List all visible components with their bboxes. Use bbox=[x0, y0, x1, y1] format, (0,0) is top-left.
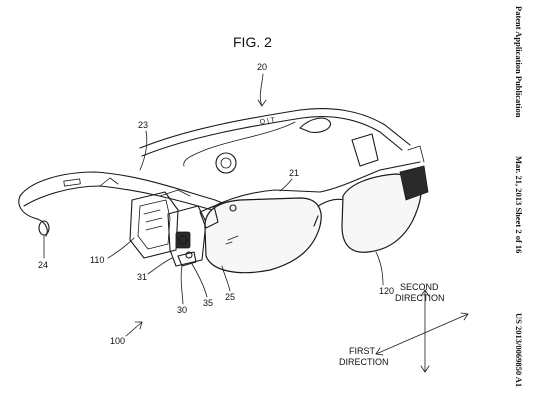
camera-screw bbox=[185, 251, 193, 259]
header-publication: Patent Application Publication bbox=[514, 6, 524, 118]
ref-23: 23 bbox=[138, 120, 148, 130]
ref-100: 100 bbox=[110, 336, 125, 346]
right-temple-bracket bbox=[351, 133, 379, 167]
camera-module-ribs bbox=[143, 209, 163, 231]
diagonal-axis bbox=[375, 313, 469, 355]
first-direction-label-1: FIRST bbox=[349, 346, 376, 356]
ref-110: 110 bbox=[90, 255, 104, 265]
leader-31 bbox=[147, 257, 173, 275]
vertical-axis-arrow-bottom bbox=[420, 365, 430, 373]
first-direction-label-2: DIRECTION bbox=[339, 357, 389, 367]
reference-labels: 20 23 21 24 110 31 30 35 25 120 100 bbox=[38, 62, 394, 346]
near-temple-inner bbox=[23, 185, 213, 211]
leader-120 bbox=[375, 251, 384, 286]
ref-24: 24 bbox=[38, 260, 48, 270]
far-temple-inner bbox=[141, 116, 403, 157]
temple-tip-pad bbox=[38, 220, 50, 236]
camera-lens-block bbox=[175, 231, 191, 249]
diagonal-axis-arrow-down bbox=[375, 347, 384, 356]
diagonal-axis-arrow-up bbox=[460, 312, 469, 321]
temple-marking bbox=[63, 178, 81, 187]
direction-indicator: SECOND DIRECTION FIRST DIRECTION bbox=[339, 282, 469, 373]
ref-25: 25 bbox=[225, 292, 235, 302]
glasses-illustration: O | T bbox=[18, 108, 429, 274]
ref-21: 21 bbox=[289, 168, 299, 178]
ref-120: 120 bbox=[379, 286, 394, 296]
left-lens bbox=[204, 197, 322, 274]
ref-20: 20 bbox=[257, 62, 267, 72]
earphone-cable bbox=[183, 121, 296, 167]
header-date-sheet: Mar. 21, 2013 Sheet 2 of 16 bbox=[514, 156, 524, 253]
left-hinge bbox=[199, 205, 219, 229]
frame-top-bar bbox=[209, 161, 421, 209]
second-direction-label-1: SECOND bbox=[400, 282, 439, 292]
earpiece-inner bbox=[220, 157, 232, 169]
leader-35 bbox=[191, 263, 208, 298]
header-number: US 2013/0069850 A1 bbox=[514, 313, 524, 387]
ref-30: 30 bbox=[177, 305, 187, 315]
right-hinge-block bbox=[399, 165, 429, 201]
leader-23 bbox=[139, 130, 148, 171]
leader-25 bbox=[221, 265, 231, 292]
ref-35: 35 bbox=[203, 298, 213, 308]
far-temple bbox=[139, 108, 411, 149]
camera-module-body bbox=[129, 191, 179, 259]
temple-tip bbox=[18, 195, 48, 237]
camera-arm bbox=[167, 205, 207, 267]
camera-top-bracket bbox=[159, 189, 191, 197]
right-lens bbox=[341, 173, 422, 253]
ref-31: 31 bbox=[137, 272, 147, 282]
left-lens-hinge bbox=[229, 204, 237, 212]
earpiece bbox=[215, 152, 237, 174]
left-lens-mark bbox=[225, 235, 239, 245]
leader-100 bbox=[125, 321, 143, 337]
vertical-axis-arrow-top bbox=[420, 289, 430, 297]
bridge bbox=[317, 198, 345, 207]
leader-30 bbox=[180, 265, 184, 305]
second-direction-label-2: DIRECTION bbox=[395, 293, 445, 303]
camera-lens bbox=[178, 235, 188, 245]
leader-20 bbox=[259, 73, 264, 107]
leader-110 bbox=[107, 237, 135, 259]
temple-print: O | T bbox=[259, 117, 276, 126]
camera-base bbox=[177, 251, 197, 267]
figure-title: FIG. 2 bbox=[233, 34, 272, 50]
camera-module-panel bbox=[137, 199, 171, 250]
leader-21 bbox=[279, 178, 293, 192]
temple-hinge-mark bbox=[99, 177, 119, 187]
leader-20-arrow bbox=[257, 99, 267, 107]
right-temple-end bbox=[407, 145, 425, 163]
near-temple bbox=[19, 171, 241, 211]
leader-100-arrow bbox=[134, 321, 143, 330]
earphone-housing bbox=[299, 117, 332, 133]
sheet-header: Patent Application Publication Mar. 21, … bbox=[514, 6, 524, 387]
